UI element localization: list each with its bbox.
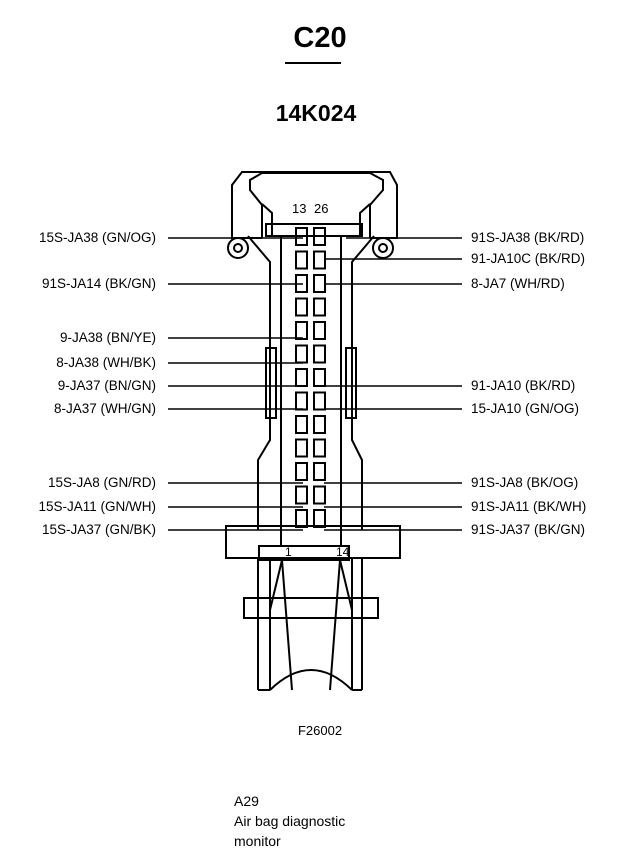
pin-cavity [313,438,326,458]
title-underline [285,62,341,64]
pin-cavity [295,462,308,481]
pin-cavity [295,415,308,434]
wire-label-right: 91S-JA37 (BK/GN) [471,522,586,537]
component-name-line1: Air bag diagnostic [234,813,346,829]
wire-label-right: 91-JA10C (BK/RD) [471,251,586,266]
wire-label-right: 91S-JA38 (BK/RD) [471,230,585,245]
pin-number-bottom-right: 14 [336,545,350,559]
pin-number-top-right: 26 [314,201,328,216]
pin-cavity [313,509,326,528]
pin-cavity [313,344,326,364]
pin-cavity [313,415,326,434]
wire-label-left: 91S-JA14 (BK/GN) [41,276,156,291]
pin-cavity [295,438,308,458]
wire-label-right: 8-JA7 (WH/RD) [471,276,565,291]
pin-cavity [313,274,326,293]
pin-cavity [313,297,326,317]
pin-cavity [313,391,326,411]
wire-label-left: 15S-JA37 (GN/BK) [41,522,156,537]
wire-label-left: 15S-JA8 (GN/RD) [47,475,156,490]
pin-cavity [313,227,326,246]
pin-cavity [313,250,326,270]
pin-cavity [295,321,308,340]
wire-label-right: 91-JA10 (BK/RD) [471,378,576,393]
pin-cavity [295,485,308,505]
wire-label-right: 91S-JA8 (BK/OG) [471,475,579,490]
pin-cavity [295,227,308,246]
wire-label-left: 8-JA37 (WH/GN) [53,401,156,416]
wire-label-left: 8-JA38 (WH/BK) [56,355,156,370]
figure-code: F26002 [297,723,343,738]
pin-cavity [295,250,308,270]
pin-number-bottom-left: 1 [285,545,292,559]
pin-cavity [295,391,308,411]
pin-cavity [295,344,308,364]
pin-number-top-left: 13 [292,201,306,216]
wire-label-left: 9-JA37 (BN/GN) [57,378,156,393]
component-name-line2: monitor [234,833,281,849]
pin-cavity [313,321,326,340]
pin-cavity [313,368,326,387]
wire-label-right: 91S-JA11 (BK/WH) [471,499,587,514]
pin-cavity [295,509,308,528]
connector-id: C20 [293,22,347,54]
wire-label-left: 15S-JA38 (GN/OG) [38,230,156,245]
pin-cavity [295,368,308,387]
component-code: A29 [234,793,259,809]
pin-cavity [313,462,326,481]
part-number: 14K024 [275,100,357,126]
pin-cavity [295,297,308,317]
wire-label-right: 15-JA10 (GN/OG) [471,401,580,416]
wire-label-left: 15S-JA11 (GN/WH) [38,499,156,514]
wire-label-left: 9-JA38 (BN/YE) [59,330,156,345]
pin-cavity [313,485,326,505]
